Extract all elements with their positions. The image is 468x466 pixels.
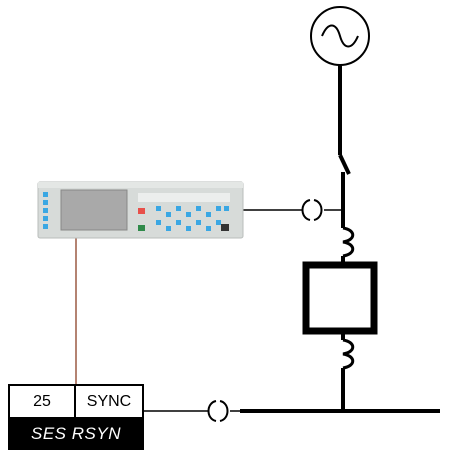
current-transformer-icon xyxy=(341,226,355,265)
ansi-number: 25 xyxy=(10,386,76,417)
current-transformer-icon xyxy=(243,199,343,221)
generator-icon xyxy=(310,6,370,66)
current-transformer-icon xyxy=(341,334,355,411)
power-transformer-icon xyxy=(302,261,378,335)
function-code: SYNC xyxy=(86,393,132,410)
function-block: 25 SYNC SES RSYN xyxy=(8,384,144,450)
function-name: SES RSYN xyxy=(10,419,142,448)
current-transformer-icon xyxy=(144,400,240,422)
function-block-header: 25 SYNC xyxy=(10,386,142,419)
circuit-breaker-icon xyxy=(338,154,351,228)
protection-relay-icon xyxy=(37,181,244,239)
